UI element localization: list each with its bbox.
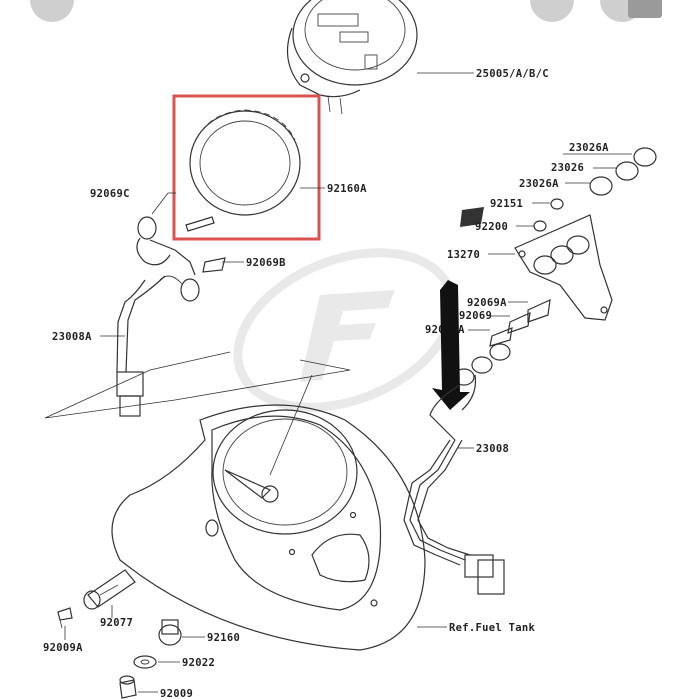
label-fuel-tank-ref: Ref.Fuel Tank — [449, 622, 535, 634]
label-harness-right: 23008 — [476, 443, 509, 455]
label-harness-left: 23008A — [52, 331, 92, 343]
overlay-left-button[interactable] — [30, 0, 74, 22]
bottom-parts — [57, 569, 182, 699]
label-cap-mid: 23026 — [551, 162, 584, 174]
label-bolt: 92151 — [490, 198, 523, 210]
right-harness-part — [403, 374, 505, 595]
direction-arrow — [432, 280, 470, 410]
fuel-tank-console-part — [111, 404, 426, 651]
label-bracket: 13270 — [447, 249, 480, 261]
label-bulb-a-top: 92069A — [467, 297, 507, 309]
label-bulb-mid: 92069 — [459, 310, 492, 322]
label-screw-low: 92009 — [160, 688, 193, 700]
label-bulb-b: 92069B — [246, 257, 286, 269]
label-grommet: 92160 — [207, 632, 240, 644]
meter-ring-part — [185, 109, 301, 232]
label-screw-a: 92009A — [43, 642, 83, 654]
label-screw-c: 92069C — [90, 188, 130, 200]
highlight-box — [172, 94, 321, 241]
bracket-part — [514, 214, 613, 321]
speedometer-part — [286, 0, 418, 115]
label-washer-low: 92022 — [182, 657, 215, 669]
reference-line-2 — [269, 374, 313, 476]
label-cap-a-low: 23026A — [519, 178, 559, 190]
right-caps-part — [460, 147, 657, 232]
label-washer: 92200 — [475, 221, 508, 233]
overlay-right-button[interactable] — [530, 0, 574, 22]
label-meter-ring: 92160A — [327, 183, 367, 195]
reference-line — [44, 351, 351, 419]
label-speedometer: 25005/A/B/C — [476, 68, 549, 80]
overlay-close-icon[interactable] — [628, 0, 662, 18]
left-harness-part — [116, 216, 226, 417]
label-knob: 92077 — [100, 617, 133, 629]
label-cap-a-top: 23026A — [569, 142, 609, 154]
